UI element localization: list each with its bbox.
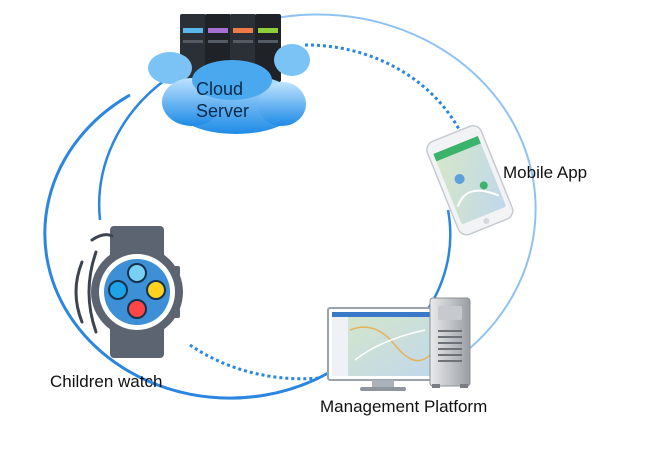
signal-wave (74, 260, 84, 324)
ring-bottom-dashed-arc (189, 343, 321, 381)
cloud-server-icon (148, 14, 310, 134)
cloud-server-label-line2: Server (196, 101, 250, 121)
mobile-app-label: Mobile App (503, 163, 588, 182)
ring-dashed-arc (304, 43, 472, 156)
cloud-server-label: Cloud Server (196, 78, 249, 122)
children-watch-label: Children watch (50, 372, 163, 391)
signal-wave (87, 250, 98, 334)
ring-inner-arc (43, 93, 331, 400)
signal-wave (90, 233, 114, 242)
children-watch-icon (74, 226, 183, 358)
ring-left-arc (98, 79, 166, 221)
management-platform-label: Management Platform (320, 397, 488, 416)
cloud-shape (148, 44, 310, 134)
cloud-server-label-line1: Cloud (196, 79, 244, 99)
monitor-icon (327, 307, 439, 391)
pc-tower-icon (429, 297, 471, 388)
management-platform-icon (327, 297, 471, 391)
mobile-phone-icon (426, 124, 514, 236)
